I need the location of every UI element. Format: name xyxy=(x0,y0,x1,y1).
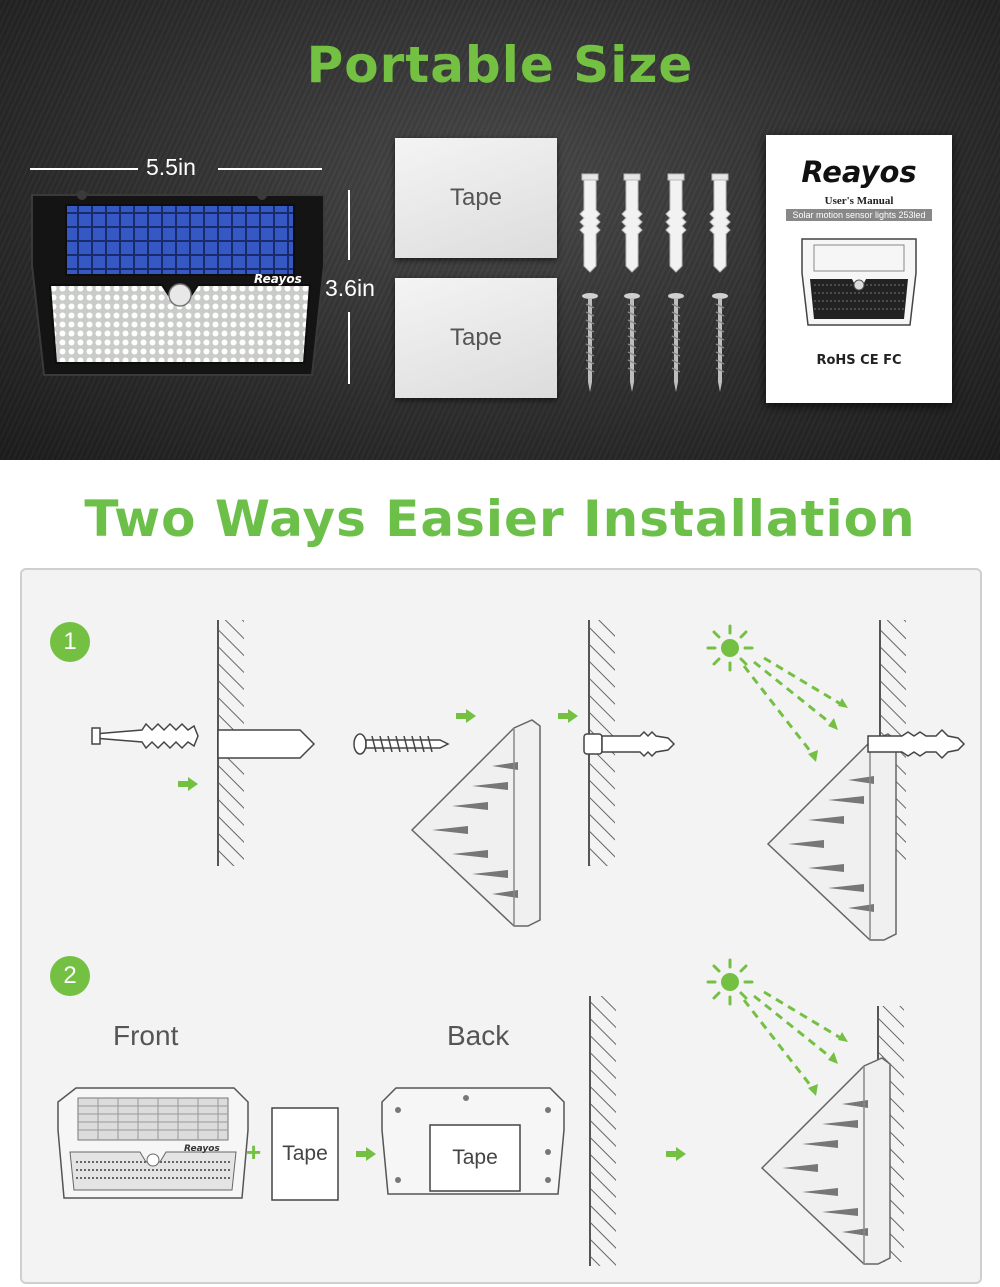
portable-size-title: Portable Size xyxy=(306,36,694,94)
solar-light-illustration: Reayos xyxy=(31,190,325,376)
height-label: 3.6in xyxy=(325,275,375,301)
manual-title: User's Manual xyxy=(824,195,894,207)
installation-panel: 1 2 xyxy=(20,568,982,1284)
installation-title: Two Ways Easier Installation xyxy=(84,490,916,548)
step-2-front-view: Reayos xyxy=(57,1087,249,1199)
tape-card-1: Tape xyxy=(395,138,557,258)
step-1-anchor-in-wall xyxy=(558,620,676,866)
width-label: 5.5in xyxy=(146,154,196,180)
tape-card-2-label: Tape xyxy=(449,324,503,351)
front-brand-label: Reayos xyxy=(184,1144,220,1154)
width-dimension-line-left xyxy=(30,168,138,170)
anchors-and-screws xyxy=(578,170,748,400)
tape-card-2: Tape xyxy=(395,278,557,398)
users-manual: Reayos User's Manual Solar motion sensor… xyxy=(766,135,952,403)
front-label: Front xyxy=(113,1020,179,1051)
tape-card-1-label: Tape xyxy=(449,184,503,211)
step-2-plus-and-tape: + Tape xyxy=(246,1107,376,1201)
tape-label-1: Tape xyxy=(282,1142,328,1165)
manual-brand: Reayos xyxy=(801,155,917,189)
portable-size-section: Portable Size 5.5in 3.6in xyxy=(0,0,1000,460)
solar-light-product: Reayos xyxy=(22,185,334,385)
height-dimension-line-bottom xyxy=(348,312,350,384)
step-1-badge: 1 xyxy=(50,622,90,662)
width-dimension-line-right xyxy=(218,168,322,170)
step-2-back-view: Tape xyxy=(381,1087,565,1195)
step-1-wall-drilling xyxy=(91,620,316,866)
step-2-mounted-light xyxy=(706,958,904,1265)
installation-diagram: Reayos + Tape Tape xyxy=(57,620,966,1266)
manual-product-image xyxy=(801,238,917,326)
step-1-screw xyxy=(353,733,450,755)
step-2-wall xyxy=(589,996,686,1266)
height-dimension-line-top xyxy=(348,190,350,260)
back-label: Back xyxy=(447,1020,510,1051)
plus-sign: + xyxy=(246,1137,261,1167)
step-2-badge: 2 xyxy=(50,956,90,996)
tape-label-2: Tape xyxy=(452,1146,498,1169)
step-1-mounted-light xyxy=(706,620,966,941)
light-brand-label: Reayos xyxy=(254,272,302,286)
manual-subtitle: Solar motion sensor lights 253led xyxy=(786,209,932,221)
hardware-illustration xyxy=(579,173,731,393)
manual-certifications: RoHS CE FC xyxy=(816,353,902,368)
